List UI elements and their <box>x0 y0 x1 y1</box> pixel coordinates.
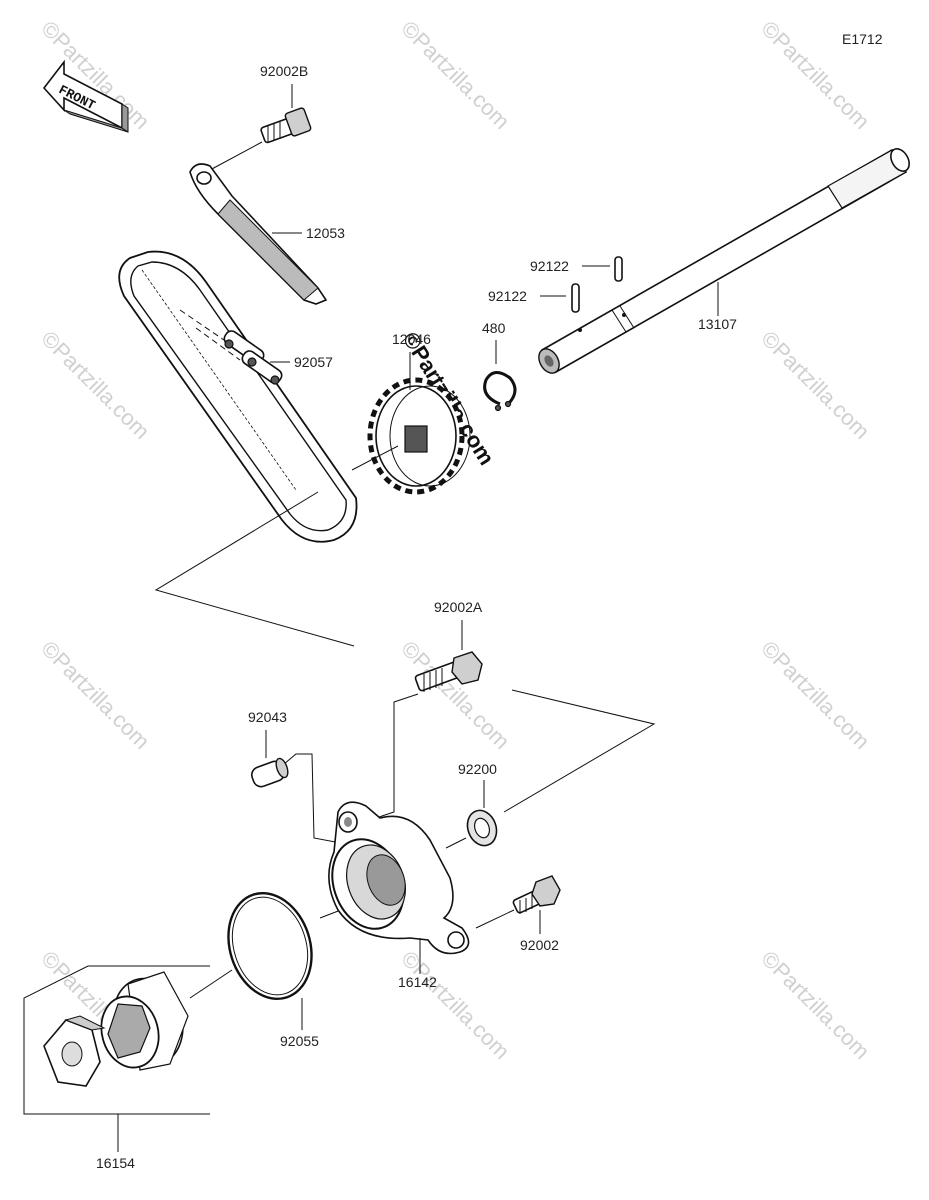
watermark: ©Partzilla.com <box>36 326 154 444</box>
pin-92122-lower <box>571 283 580 313</box>
diagram-code: E1712 <box>842 31 883 47</box>
part-label-92002a: 92002A <box>434 599 483 615</box>
part-label-92122-lower: 92122 <box>488 288 527 304</box>
watermark: ©Partzilla.com <box>396 16 514 134</box>
shaft-13107 <box>538 148 910 374</box>
part-label-92002b: 92002B <box>260 63 308 79</box>
chain-joint-92057 <box>223 330 283 385</box>
part-label-12046: 12046 <box>392 331 431 347</box>
part-label-12053: 12053 <box>306 225 345 241</box>
front-arrow-icon: FRONT <box>42 59 129 133</box>
part-label-92057: 92057 <box>294 354 333 370</box>
bolt-92002a <box>414 651 483 692</box>
watermark: ©Partzilla.com <box>396 946 514 1064</box>
circlip-480 <box>483 371 517 412</box>
bolt-92002 <box>512 875 561 914</box>
assembly-lines <box>154 491 656 999</box>
watermark: ©Partzilla.com <box>36 636 154 754</box>
sprocket-12046 <box>367 377 471 495</box>
drive-chain <box>118 250 358 543</box>
part-label-92200: 92200 <box>458 761 497 777</box>
part-label-16154: 16154 <box>96 1155 135 1171</box>
pin-92122-upper <box>614 256 623 282</box>
part-label-92043: 92043 <box>248 709 287 725</box>
chain-guide-12053 <box>189 163 328 305</box>
part-label-16142: 16142 <box>398 974 437 990</box>
watermark: ©Partzilla.com <box>756 946 874 1064</box>
part-label-92122-upper: 92122 <box>530 258 569 274</box>
part-label-13107: 13107 <box>698 316 737 332</box>
watermark: ©Partzilla.com <box>756 326 874 444</box>
pump-housing-16142 <box>328 801 470 955</box>
watermarks: ©Partzilla.com ©Partzilla.com ©Partzilla… <box>36 16 874 1064</box>
rotor-set-16154 <box>23 965 210 1115</box>
part-label-92002: 92002 <box>520 937 559 953</box>
watermark: ©Partzilla.com <box>756 636 874 754</box>
bolt-92002b <box>260 107 312 144</box>
dowel-92043 <box>250 757 289 788</box>
o-ring-92055 <box>227 891 313 1001</box>
part-label-480: 480 <box>482 320 506 336</box>
part-label-92055: 92055 <box>280 1033 319 1049</box>
washer-92200 <box>466 809 498 847</box>
